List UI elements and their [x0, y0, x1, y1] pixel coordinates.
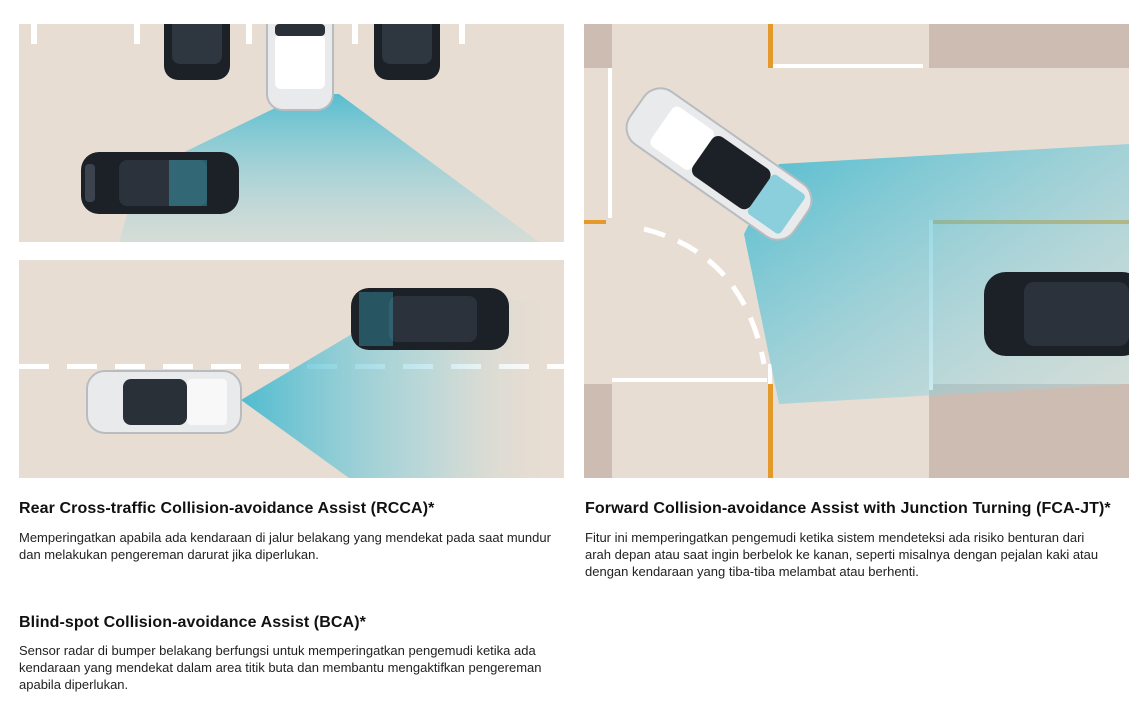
- rcca-illustration: [19, 24, 564, 242]
- fca-jt-illustration: [584, 24, 1129, 478]
- rcca-description: Memperingatkan apabila ada kendaraan di …: [19, 530, 551, 562]
- bca-illustration: [19, 260, 564, 478]
- bca-description: Sensor radar di bumper belakang berfungs…: [19, 643, 542, 692]
- bca-title: Blind-spot Collision-avoidance Assist (B…: [19, 614, 366, 631]
- rcca-title: Rear Cross-traffic Collision-avoidance A…: [19, 500, 435, 517]
- fca-jt-title: Forward Collision-avoidance Assist with …: [585, 500, 1111, 517]
- fca-jt-description: Fitur ini memperingatkan pengemudi ketik…: [585, 530, 1099, 579]
